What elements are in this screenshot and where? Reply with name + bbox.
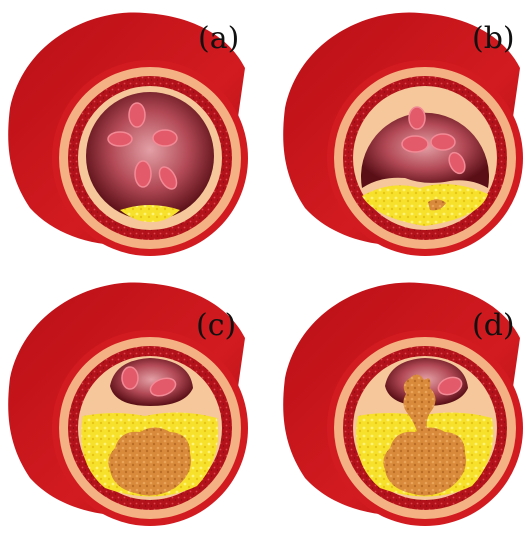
blood-cell (122, 367, 138, 389)
panel-label-b: (b) (472, 21, 515, 56)
blood-cell (153, 130, 177, 146)
panel-label-d: (d) (472, 308, 515, 343)
panel-label-c: (c) (196, 308, 236, 343)
blood-cell (129, 103, 145, 127)
blood-cell (409, 107, 425, 129)
blood-cell (402, 136, 428, 152)
blood-cell (108, 132, 132, 146)
panel-label-a: (a) (198, 21, 239, 56)
blood-cell (431, 134, 455, 150)
lumen (86, 92, 214, 220)
blood-cell (135, 161, 151, 187)
